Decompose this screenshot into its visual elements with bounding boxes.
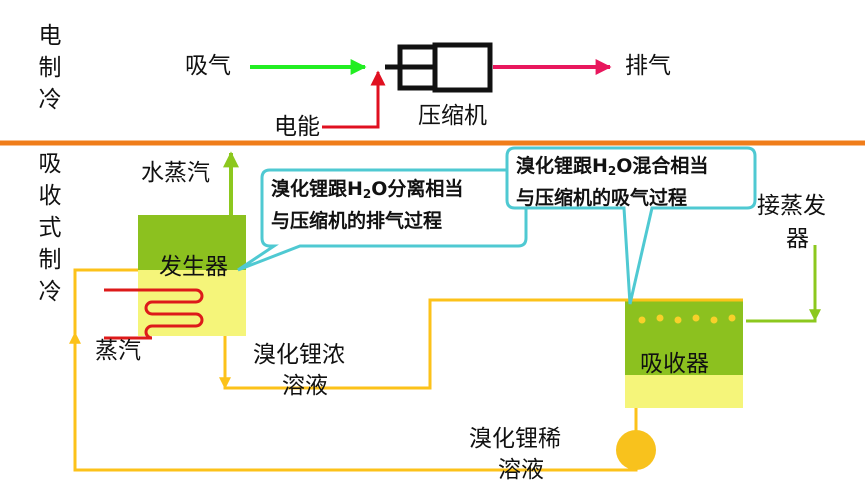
electric-section-label: 电制冷 bbox=[38, 23, 62, 113]
power-line bbox=[322, 70, 386, 129]
concentrated-solution-label-line1: 溴化锂浓 bbox=[253, 342, 345, 368]
compressor-label: 压缩机 bbox=[418, 103, 487, 129]
absorber-spray-dots bbox=[638, 314, 736, 324]
heating-coil bbox=[104, 288, 204, 340]
callout-right-line2: 与压缩机的吸气过程 bbox=[516, 187, 688, 209]
evaporator-pipe bbox=[746, 246, 817, 323]
absorber-label: 吸收器 bbox=[640, 351, 709, 377]
absorber-top bbox=[625, 299, 743, 375]
dilute-solution-label-line1: 溴化锂稀 bbox=[469, 426, 561, 452]
evaporator-label-line2: 器 bbox=[786, 226, 809, 252]
callout-left-text: 溴化锂跟H2O分离相当 与压缩机的排气过程 bbox=[271, 176, 463, 235]
callout-right-bubble bbox=[505, 146, 757, 305]
power-label: 电能 bbox=[274, 114, 320, 140]
intake-label: 吸气 bbox=[185, 53, 231, 79]
generator-label: 发生器 bbox=[159, 254, 228, 280]
generator-return-pipe bbox=[73, 268, 138, 336]
absorption-section-label: 吸收式制冷 bbox=[38, 151, 62, 305]
callout-left-line2: 与压缩机的排气过程 bbox=[271, 210, 443, 232]
dilute-solution-label-line2: 溶液 bbox=[498, 457, 544, 483]
compressor-symbol bbox=[385, 42, 493, 93]
callout-right-line1: 溴化锂跟H2O混合相当 bbox=[516, 155, 709, 178]
water-vapor-label: 水蒸汽 bbox=[141, 160, 210, 186]
callout-right-text: 溴化锂跟H2O混合相当 与压缩机的吸气过程 bbox=[516, 153, 708, 212]
solution-pump bbox=[616, 430, 656, 470]
exhaust-label: 排气 bbox=[625, 53, 671, 79]
generator-top bbox=[138, 215, 246, 270]
concentrated-solution-label-line2: 溶液 bbox=[282, 373, 328, 399]
absorber-bottom bbox=[625, 375, 743, 408]
evaporator-label-line1: 接蒸发 bbox=[757, 193, 826, 219]
callout-left-line1: 溴化锂跟H2O分离相当 bbox=[271, 178, 464, 201]
steam-label: 蒸汽 bbox=[95, 338, 141, 364]
